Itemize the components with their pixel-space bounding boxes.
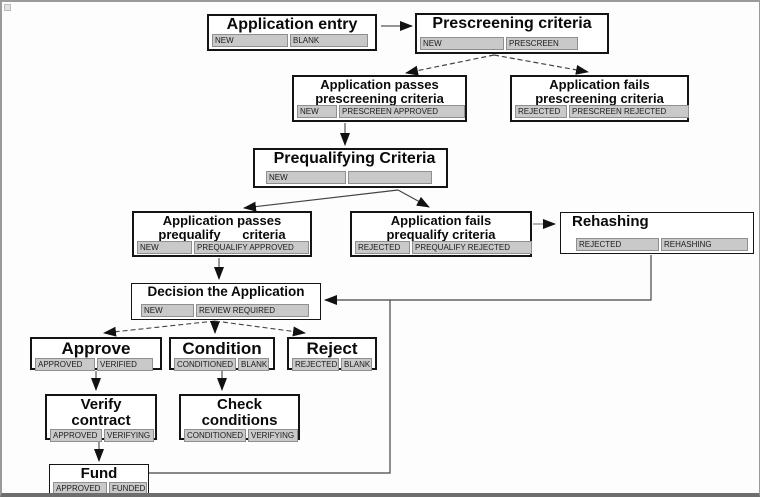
status-cell: NEW — [266, 171, 346, 184]
node-condition: Condition CONDITIONED BLANK — [169, 337, 275, 371]
node-title: Fund — [80, 465, 118, 482]
status-row: APPROVED VERIFIED — [34, 357, 158, 371]
status-cell: PRESCREEN — [506, 37, 578, 50]
status-row: CONDITIONED VERIFYING — [183, 428, 298, 442]
wire-fund-feedback — [149, 300, 391, 474]
status-row: NEW PRESCREEN APPROVED — [296, 105, 465, 119]
node-title: Check conditions — [201, 396, 278, 429]
status-cell: NEW — [297, 105, 337, 119]
arrow-prescreen-to-fail — [493, 54, 589, 75]
status-row: REJECTED REHASHING — [563, 238, 751, 251]
node-title: Application entry — [226, 16, 358, 33]
node-application-entry: Application entry NEW BLANK — [207, 14, 377, 51]
status-cell: PRESCREEN REJECTED — [569, 105, 689, 119]
arrow-prequal-to-pass — [243, 189, 399, 212]
status-cell — [348, 171, 432, 184]
node-fails-prescreening: Application fails prescreening criteria … — [510, 75, 689, 122]
node-decision-the-application: Decision the Application NEW REVIEW REQU… — [131, 283, 321, 320]
node-approve: Approve APPROVED VERIFIED — [30, 337, 162, 371]
arrow-decision-to-reject — [214, 320, 306, 337]
status-row: CONDITIONED BLANK — [173, 357, 271, 371]
status-cell: NEW — [420, 37, 504, 50]
status-row: NEW BLANK — [211, 34, 373, 47]
status-cell: PREQUALIFY REJECTED — [412, 241, 532, 255]
arrow-prescreen-to-pass — [405, 54, 495, 76]
status-cell: APPROVED — [35, 357, 95, 371]
status-cell: BLANK — [290, 34, 368, 47]
node-title: Application passes prequalify criteria — [158, 213, 286, 242]
node-title: Condition — [182, 339, 262, 358]
node-passes-prescreening: Application passes prescreening criteria… — [292, 75, 467, 122]
status-cell: REJECTED — [355, 241, 410, 255]
node-title: Prequalifying Criteria — [273, 150, 436, 167]
node-fund: Fund APPROVED FUNDED — [49, 464, 149, 493]
status-row: APPROVED FUNDED — [52, 481, 147, 493]
status-cell: REHASHING — [661, 238, 748, 251]
status-row: APPROVED VERIFYING — [49, 428, 154, 442]
status-cell: APPROVED — [53, 481, 107, 493]
status-cell: REJECTED — [515, 105, 567, 119]
status-row: NEW — [265, 171, 444, 184]
status-cell: BLANK — [238, 357, 269, 371]
status-row: NEW PRESCREEN — [419, 37, 605, 50]
status-row: REJECTED BLANK — [291, 357, 373, 371]
node-fails-prequalify: Application fails prequalify criteria RE… — [350, 211, 532, 257]
status-cell: APPROVED — [50, 428, 102, 442]
status-cell: REVIEW REQUIRED — [196, 304, 309, 317]
status-cell: CONDITIONED — [184, 428, 246, 442]
status-row: REJECTED PREQUALIFY REJECTED — [354, 241, 532, 255]
status-cell: CONDITIONED — [174, 357, 236, 371]
status-cell: REJECTED — [292, 357, 339, 371]
node-title: Reject — [306, 339, 358, 358]
node-prescreening-criteria: Prescreening criteria NEW PRESCREEN — [415, 13, 609, 54]
node-verify-contract: Verify contract APPROVED VERIFYING — [45, 394, 157, 442]
arrow-prequal-to-fail — [397, 189, 430, 208]
node-title: Approve — [61, 339, 131, 358]
status-cell: PRESCREEN APPROVED — [339, 105, 465, 119]
node-rehashing: Rehashing REJECTED REHASHING — [560, 212, 754, 254]
status-cell: VERIFYING — [248, 428, 298, 442]
status-cell: NEW — [212, 34, 288, 47]
status-cell: BLANK — [341, 357, 372, 371]
status-cell: NEW — [137, 241, 192, 255]
node-title: Verify contract — [71, 396, 131, 429]
status-row: NEW REVIEW REQUIRED — [134, 304, 318, 317]
status-cell: VERIFYING — [104, 428, 154, 442]
status-row: REJECTED PRESCREEN REJECTED — [514, 105, 689, 119]
status-row: NEW PREQUALIFY APPROVED — [136, 241, 309, 255]
node-title: Rehashing — [572, 213, 649, 230]
node-title: Application fails prequalify criteria — [386, 213, 496, 242]
status-cell: PREQUALIFY APPROVED — [194, 241, 309, 255]
node-reject: Reject REJECTED BLANK — [287, 337, 377, 371]
page-corner-artifact — [4, 4, 11, 11]
node-passes-prequalify: Application passes prequalify criteria N… — [132, 211, 312, 257]
node-title: Decision the Application — [147, 284, 305, 299]
node-prequalifying-criteria: Prequalifying Criteria NEW — [253, 148, 448, 188]
arrow-rehash-to-decision — [324, 255, 652, 305]
status-cell: REJECTED — [576, 238, 659, 251]
node-title: Application fails prescreening criteria — [535, 77, 664, 106]
status-cell: NEW — [141, 304, 194, 317]
node-title: Prescreening criteria — [432, 15, 592, 32]
status-cell: FUNDED — [109, 481, 147, 493]
node-check-conditions: Check conditions CONDITIONED VERIFYING — [179, 394, 300, 442]
status-cell: VERIFIED — [97, 357, 153, 371]
node-title: Application passes prescreening criteria — [315, 77, 444, 106]
arrow-decision-to-approve — [103, 320, 216, 337]
